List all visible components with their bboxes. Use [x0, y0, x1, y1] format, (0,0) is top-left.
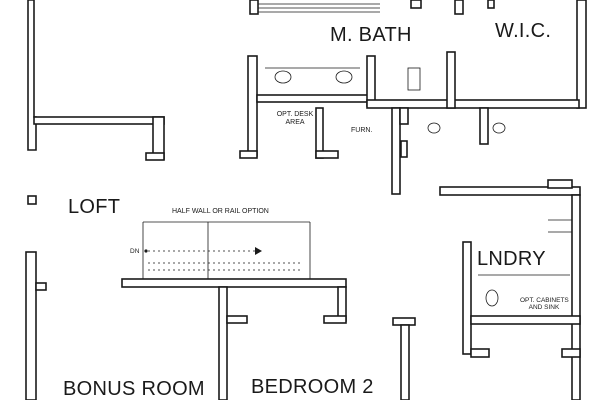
bath-walls [239, 51, 580, 195]
note-stair-down: DN [130, 248, 140, 255]
note-desk-area: OPT. DESK AREA [272, 111, 318, 127]
note-half-wall: HALF WALL OR RAIL OPTION [172, 208, 269, 215]
room-label-laundry: LNDRY [477, 248, 546, 270]
room-label-bonus-room: BONUS ROOM [63, 378, 205, 400]
room-label-bedroom-2: BEDROOM 2 [251, 376, 374, 398]
wall-stub-left [27, 195, 37, 205]
bath-fixtures [265, 67, 572, 307]
exterior-wall-upper-left [27, 0, 165, 161]
note-laundry-cabinets-line1: OPT. CABINETS [520, 297, 569, 304]
note-desk-area-line2: AREA [285, 119, 305, 126]
note-furnace: FURN. [351, 127, 373, 134]
top-wall-window [249, 0, 587, 109]
room-label-master-bath: M. BATH [330, 24, 412, 46]
note-laundry-cabinets-line2: AND SINK [528, 304, 560, 311]
note-laundry-cabinets: OPT. CABINETS AND SINK [520, 297, 569, 311]
laundry-walls [439, 179, 581, 400]
exterior-wall-lower-left [25, 251, 47, 400]
note-desk-area-line1: OPT. DESK [276, 111, 314, 118]
stair-area [142, 221, 311, 280]
room-label-loft: LOFT [68, 196, 121, 218]
interior-wall-center [121, 278, 416, 400]
room-label-wic: W.I.C. [495, 20, 552, 42]
